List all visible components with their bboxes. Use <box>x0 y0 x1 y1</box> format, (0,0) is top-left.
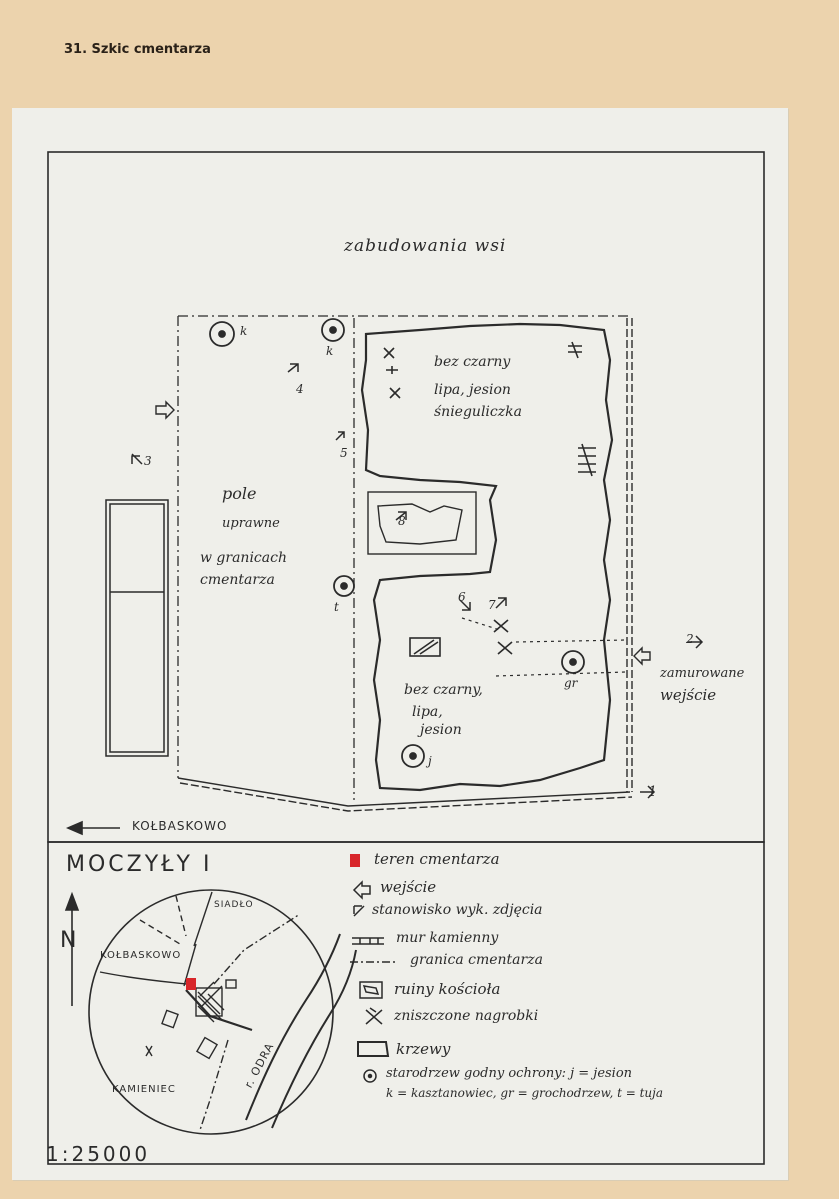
photo-point-1: 1 <box>648 784 657 800</box>
south-vegetation-3: jesion <box>420 722 462 738</box>
cemetery-boundary <box>177 315 630 800</box>
entrance-arrow-east <box>633 646 651 666</box>
north-label: N <box>60 928 77 953</box>
north-vegetation-3: śnieguliczka <box>434 404 522 420</box>
photo-point-5: 5 <box>340 446 348 460</box>
legend-entrance: wejście <box>380 878 437 896</box>
legend-stone-wall: mur kamienny <box>396 930 499 946</box>
tree-gr <box>561 650 585 674</box>
photo-point-7: 7 <box>488 598 496 612</box>
tree-k2 <box>321 318 345 342</box>
odra-river <box>245 933 341 1121</box>
tree-j-label: j <box>428 754 432 768</box>
photo-point-arrows <box>131 363 704 799</box>
legend-boundary: granica cmentarza <box>410 952 543 968</box>
legend-destroyed-tombstones: zniszczone nagrobki <box>394 1008 539 1024</box>
legend-photo-point: stanowisko wyk. zdjęcia <box>372 902 543 918</box>
dotted-guides <box>461 617 627 677</box>
legend-trees-line1: starodrzew godny ochrony: j = jesion <box>386 1066 633 1081</box>
village-buildings-label: zabudowania wsi <box>344 236 507 256</box>
shrubs-outline <box>360 322 614 792</box>
legend-photo-icon <box>353 905 365 917</box>
north-arrow <box>64 891 80 1006</box>
inset-title: MOCZYŁY I <box>66 852 213 877</box>
tree-t <box>333 575 355 597</box>
legend-church-ruins: ruiny kościoła <box>394 980 501 998</box>
map-scale: 1:25000 <box>46 1142 151 1166</box>
stone-wall <box>177 318 633 812</box>
legend-ruins-icon <box>359 981 383 999</box>
tree-j <box>401 744 425 768</box>
field-label-4: cmentarza <box>200 572 275 588</box>
legend-shrubs-icon <box>357 1041 390 1057</box>
photo-point-4: 4 <box>296 382 304 396</box>
field-label-3: w granicach <box>200 550 287 566</box>
legend-shrubs: krzewy <box>396 1040 451 1058</box>
place-kamieniec: KAMIENIEC <box>112 1084 176 1095</box>
south-vegetation-1: bez czarny, <box>404 682 483 698</box>
tree-k1 <box>209 321 235 347</box>
inset-frame <box>47 841 765 1165</box>
photo-point-3: 3 <box>144 454 152 468</box>
legend-cemetery-swatch <box>350 854 360 867</box>
tree-k1-label: k <box>240 324 248 338</box>
entrance-arrows <box>155 400 651 666</box>
legend-tree-icon <box>363 1069 377 1083</box>
destroyed-tombstones <box>383 341 596 657</box>
tree-k2-label: k <box>326 344 334 358</box>
tree-t-label: t <box>334 600 339 614</box>
walled-entrance-label-1: zamurowane <box>660 666 745 681</box>
road-kolbaskowo-label: KOŁBASKOWO <box>132 819 228 833</box>
road-arrow <box>65 820 120 836</box>
north-vegetation-1: bez czarny <box>434 354 511 370</box>
field-label-1: pole <box>222 484 257 503</box>
legend-trees-line2: k = kasztanowiec, gr = grochodrzew, t = … <box>386 1086 664 1100</box>
photo-point-8: 8 <box>398 514 406 528</box>
cemetery-location-marker <box>186 978 196 990</box>
locator-map <box>88 889 357 1135</box>
field-label-2: uprawne <box>222 516 280 531</box>
photo-point-6: 6 <box>458 590 466 604</box>
north-vegetation-2: lipa, jesion <box>434 382 511 398</box>
tree-gr-label: gr <box>564 676 578 690</box>
legend-wall-icon <box>352 937 384 945</box>
photo-point-2: 2 <box>686 632 694 646</box>
legend-cemetery-area: teren cmentarza <box>374 850 500 868</box>
legend-entrance-icon <box>352 880 371 900</box>
protected-trees <box>209 318 585 768</box>
south-vegetation-2: lipa, <box>412 704 443 720</box>
entrance-arrow-west <box>155 400 175 420</box>
place-kolbaskowo: KOŁBASKOWO <box>100 950 182 961</box>
legend-symbols <box>350 854 396 1083</box>
legend-tombstones-icon <box>365 1007 383 1025</box>
farm-building <box>105 499 169 757</box>
walled-entrance-label-2: wejście <box>660 686 717 704</box>
church-ruins <box>367 491 477 555</box>
place-siadlo: SIADŁO <box>214 900 254 910</box>
page-title: 31. Szkic cmentarza <box>64 42 211 57</box>
sketch-sheet <box>12 108 788 1180</box>
